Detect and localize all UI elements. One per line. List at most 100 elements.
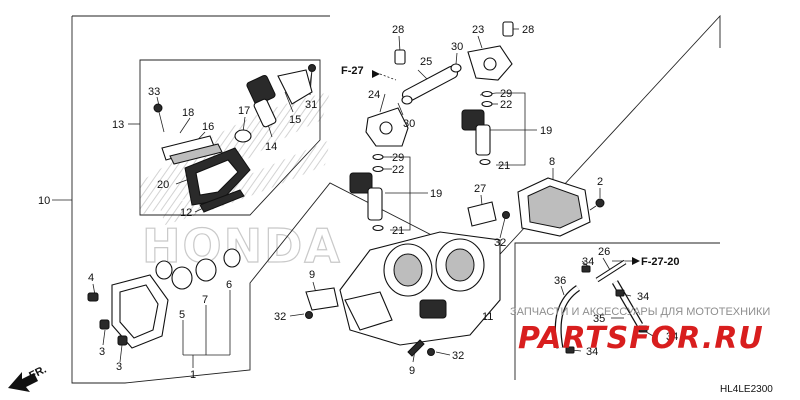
bolt-3b-icon: [117, 335, 128, 346]
callout-28-left: 28: [392, 24, 404, 36]
injector-19b-icon: [349, 153, 384, 232]
callout-9-bottom: 9: [409, 365, 415, 377]
screw-32a-icon: [502, 211, 510, 219]
callout-7: 7: [202, 294, 208, 306]
screw-32c-icon: [427, 348, 435, 356]
callout-18: 18: [182, 107, 194, 119]
callout-13: 13: [112, 119, 124, 131]
callout-22-mid: 22: [392, 164, 404, 176]
callout-22-right: 22: [500, 99, 512, 111]
plate-9a-icon: [305, 287, 339, 311]
throttle-body-11-icon: [339, 231, 501, 346]
callout-32-bottom: 32: [452, 350, 464, 362]
callout-8: 8: [549, 156, 555, 168]
front-direction-indicator: FR.: [8, 364, 49, 392]
injector-15-icon: [246, 69, 313, 128]
clip-34d-icon: [565, 346, 575, 354]
watermark-brand: PARTSFOR.RU: [518, 321, 764, 356]
ring-7a-icon: [171, 266, 193, 290]
reference-labels: F-27 F-27-20: [341, 65, 680, 268]
callout-28-right: 28: [522, 24, 534, 36]
hose-36-icon: [554, 285, 581, 349]
bolt-2-icon: [589, 198, 605, 211]
callout-36: 36: [554, 275, 566, 287]
callout-numbers: 10 13 33 18 16 17 15 14 31 20 12 24 25 2…: [38, 24, 678, 381]
clip-34a-icon: [581, 265, 591, 273]
front-label: FR.: [27, 364, 48, 383]
sensor-unit-icon: [111, 274, 169, 349]
callout-24: 24: [368, 89, 380, 101]
callout-31: 31: [305, 99, 317, 111]
ring-5-icon: [155, 260, 173, 280]
bolt-28a-icon: [394, 49, 406, 65]
clip-6-icon: [223, 248, 241, 268]
frame-assembly-10: [71, 14, 721, 384]
screw-32b-icon: [305, 311, 313, 319]
ref-f27-20: F-27-20: [641, 256, 680, 268]
plate-9b-icon: [407, 339, 425, 357]
callout-30-top: 30: [451, 41, 463, 53]
cover-8-icon: [517, 177, 591, 237]
callout-4: 4: [88, 272, 94, 284]
callout-25: 25: [420, 56, 432, 68]
callout-32-right: 32: [494, 237, 506, 249]
callout-1: 1: [190, 369, 196, 381]
bolt-3a-icon: [99, 319, 110, 330]
callout-34-top: 34: [582, 256, 594, 268]
gasket-27-icon: [467, 201, 497, 227]
callout-21-right: 21: [498, 160, 510, 172]
hose-35-icon: [611, 280, 644, 327]
frame-hose-box: [514, 242, 720, 380]
callout-17: 17: [238, 105, 250, 117]
honda-logo-text: HONDA: [142, 219, 342, 273]
plate-18-icon: [161, 135, 223, 165]
callout-20: 20: [157, 179, 169, 191]
callout-9-top: 9: [309, 269, 315, 281]
clip-34c-icon: [638, 325, 648, 333]
callout-29-mid: 29: [392, 152, 404, 164]
injector-19a-icon: [461, 90, 493, 166]
callout-33: 33: [148, 86, 160, 98]
drawing-code: HL4LE2300: [720, 384, 773, 395]
ring-7b-icon: [195, 258, 217, 282]
callout-2: 2: [597, 176, 603, 188]
assembly-frames: [71, 14, 721, 384]
callout-5: 5: [179, 309, 185, 321]
ref-f27-20-arrow-icon: [632, 257, 640, 265]
callout-35: 35: [593, 313, 605, 325]
gasket-12-icon: [199, 189, 245, 213]
ref-f27: F-27: [341, 65, 364, 77]
honda-watermark: HONDA: [140, 92, 342, 274]
part-artwork: [87, 21, 648, 357]
fuel-joint-23-icon: [467, 45, 513, 81]
callout-19-right: 19: [540, 125, 552, 137]
partsfor-watermark: ЗАПЧАСТИ И АКСЕССУАРЫ ДЛЯ МОТОТЕХНИКИ PA…: [510, 306, 770, 356]
callout-12: 12: [180, 207, 192, 219]
callout-11: 11: [482, 311, 493, 323]
callout-27: 27: [474, 183, 486, 195]
front-arrow-icon: [8, 372, 38, 392]
ref-f27-arrow-icon: [372, 70, 380, 78]
callout-10: 10: [38, 195, 50, 207]
fuel-pipe-25-icon: [401, 65, 459, 105]
injector-holder-20-icon: [184, 147, 251, 206]
callout-34-bottom: 34: [586, 346, 598, 358]
o-ring-30a-icon: [450, 63, 462, 73]
bolt-4-icon: [87, 292, 99, 302]
callout-23: 23: [472, 24, 484, 36]
frame-subassembly-13: [139, 59, 321, 216]
callout-3-right: 3: [116, 361, 122, 373]
screw-31-icon: [308, 64, 316, 85]
callout-34-right: 34: [637, 291, 649, 303]
callout-29-right: 29: [500, 88, 512, 100]
callout-26: 26: [598, 246, 610, 258]
callout-6: 6: [226, 279, 232, 291]
joint-26-icon: [595, 259, 627, 283]
callout-3-left: 3: [99, 346, 105, 358]
callout-32-left: 32: [274, 311, 286, 323]
bolt-33-icon: [153, 103, 165, 133]
callout-14: 14: [265, 141, 277, 153]
callout-19-mid: 19: [430, 188, 442, 200]
